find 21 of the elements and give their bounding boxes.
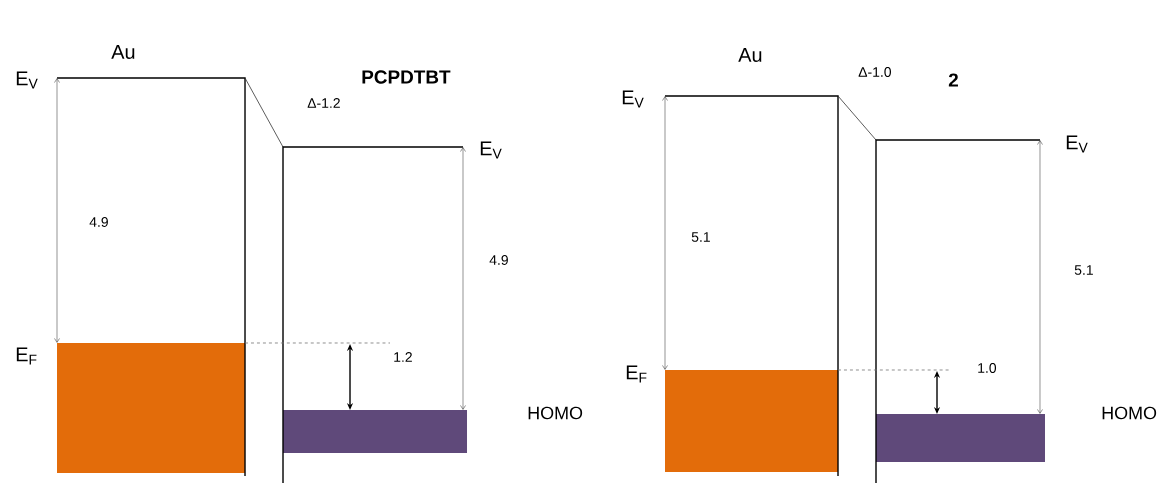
material-label: 2 [948, 73, 958, 87]
value-label: 1.2 [394, 352, 412, 362]
level-label: E$_{V}$ [480, 141, 502, 159]
offset-label: Δ-1.0 [858, 67, 891, 77]
fermi-sea-bar [57, 343, 245, 473]
homo-bar [876, 414, 1045, 462]
level-label: E$_{V}$ [1066, 135, 1088, 153]
value-label: 4.9 [89, 217, 108, 227]
material-label: PCPDTBT [362, 70, 451, 84]
value-label: 1.0 [978, 363, 997, 373]
level-label: HOMO [528, 406, 583, 420]
offset-label: Δ-1.2 [307, 98, 340, 108]
value-label: 5.1 [1074, 265, 1093, 275]
fermi-sea-bar [665, 370, 838, 472]
homo-bar [283, 410, 467, 453]
level-label: E$_{V}$ [622, 90, 644, 108]
value-label: 4.9 [489, 255, 508, 265]
value-label: 5.1 [691, 232, 710, 242]
level-label: E$_{V}$ [16, 71, 38, 89]
metal-label: Au [738, 48, 762, 62]
metal-label: Au [111, 45, 135, 59]
